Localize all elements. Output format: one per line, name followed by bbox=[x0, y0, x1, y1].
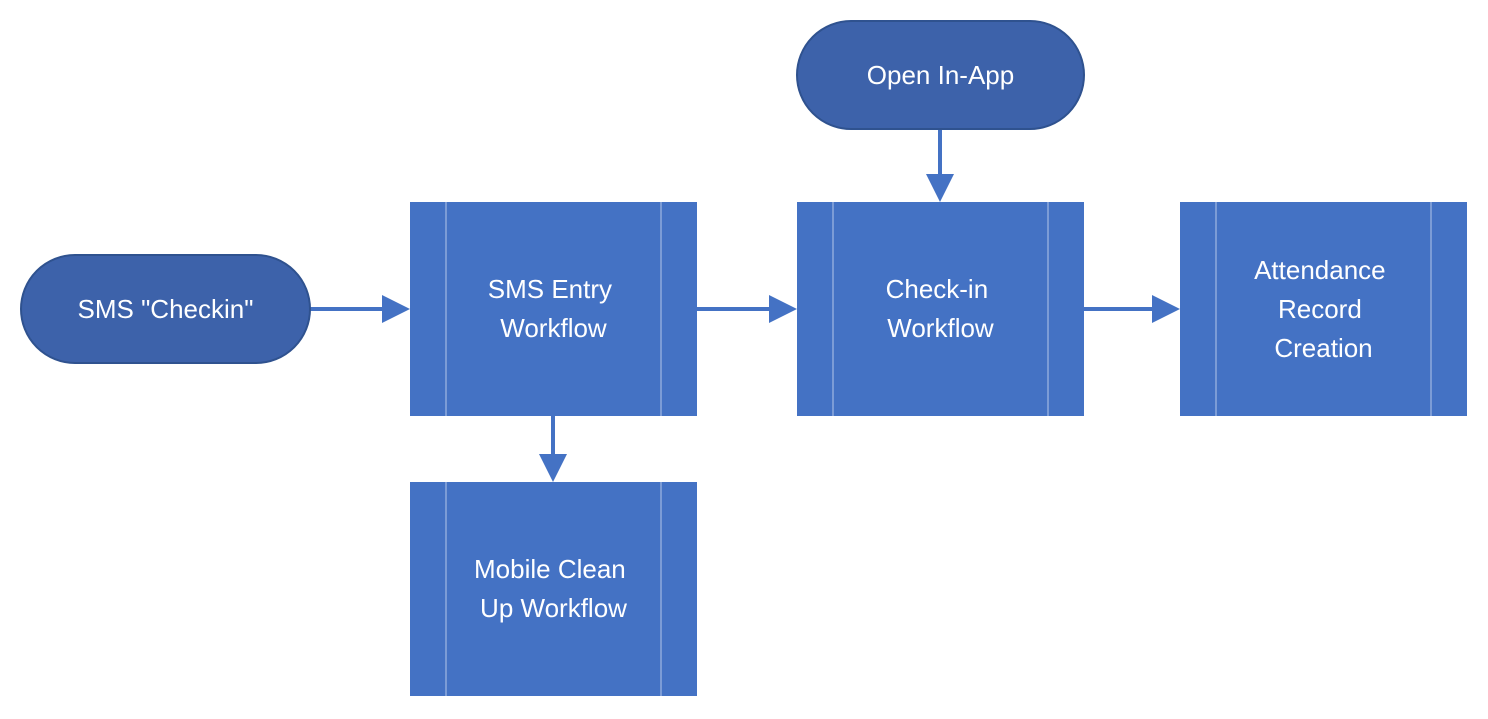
edge-sms-checkin-to-sms-entry bbox=[310, 295, 410, 323]
node-open-in-app-label: Open In-App bbox=[867, 60, 1014, 90]
node-open-in-app: Open In-App bbox=[796, 20, 1085, 130]
connector-layer bbox=[310, 130, 1180, 482]
terminator-shape bbox=[20, 254, 311, 364]
process-shape bbox=[410, 202, 697, 416]
node-attendance-record-creation: Attendance Record Creation bbox=[1180, 202, 1467, 416]
process-shape bbox=[1180, 202, 1467, 416]
node-attendance-label: Attendance Record Creation bbox=[1254, 255, 1393, 363]
edge-sms-entry-to-checkin-workflow bbox=[697, 295, 797, 323]
node-mobile-cleanup-label: Mobile Clean Up Workflow bbox=[474, 554, 633, 623]
node-sms-entry-label: SMS Entry Workflow bbox=[488, 274, 619, 343]
node-checkin-workflow-label: Check-in Workflow bbox=[886, 274, 996, 343]
node-sms-entry-workflow: SMS Entry Workflow bbox=[410, 202, 697, 416]
edge-open-in-app-to-checkin-workflow bbox=[926, 130, 954, 202]
node-sms-checkin: SMS "Checkin" bbox=[20, 254, 311, 364]
terminator-shape bbox=[796, 20, 1085, 130]
node-mobile-cleanup-workflow: Mobile Clean Up Workflow bbox=[410, 482, 697, 696]
process-shape bbox=[410, 482, 697, 696]
edge-sms-entry-to-mobile-cleanup bbox=[539, 416, 567, 482]
node-sms-checkin-label: SMS "Checkin" bbox=[78, 294, 254, 324]
edge-checkin-workflow-to-attendance bbox=[1084, 295, 1180, 323]
node-checkin-workflow: Check-in Workflow bbox=[797, 202, 1084, 416]
process-shape bbox=[797, 202, 1084, 416]
